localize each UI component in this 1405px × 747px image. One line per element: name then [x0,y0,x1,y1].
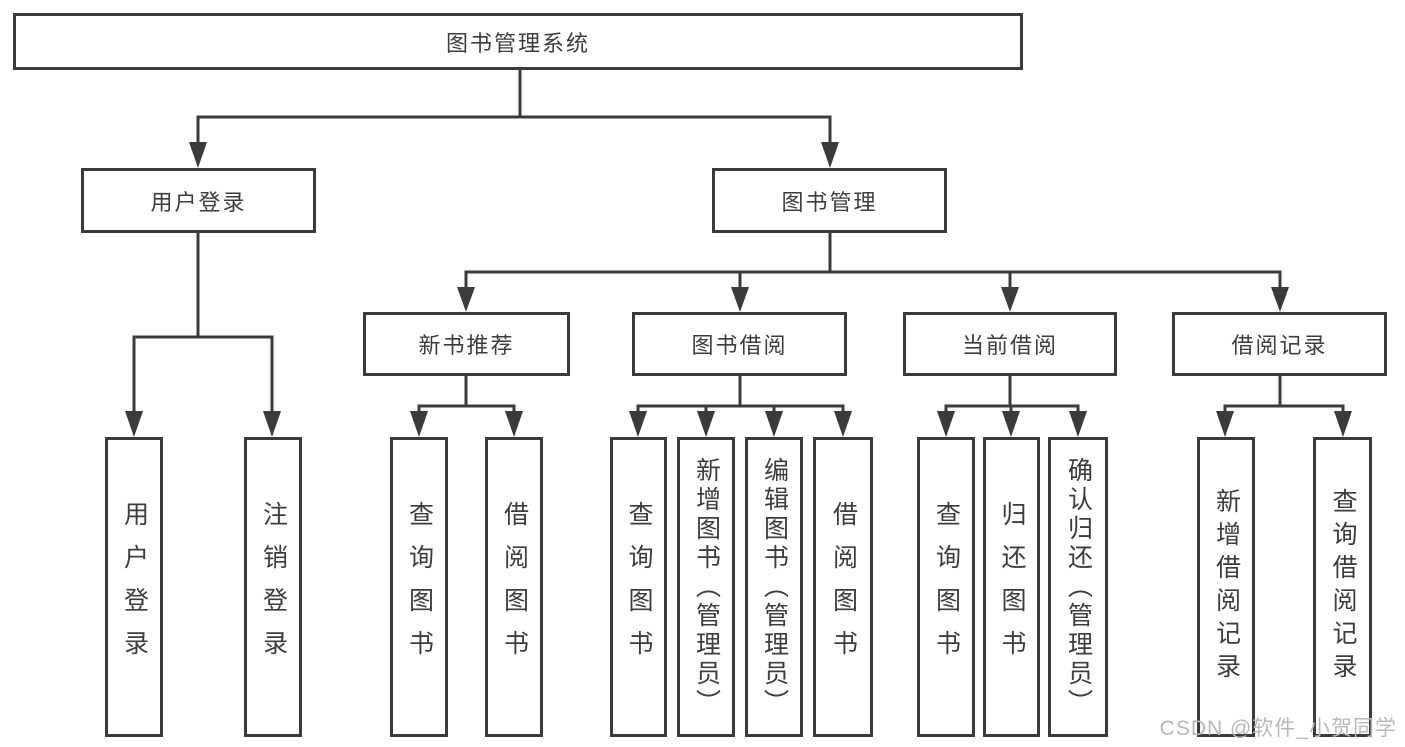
csdn-watermark: CSDN @软件_小贺同学 [1159,717,1397,740]
leaf-user-login: 用户登录 [105,437,163,737]
leaf-current-query-books: 查询图书 [917,437,975,737]
node-label: 图书管理 [781,189,878,215]
leaf-borrow-books: 借阅图书 [813,437,873,737]
node-library-management-system: 图书管理系统 [13,13,1023,70]
node-user-login: 用户登录 [81,168,316,233]
node-book-borrow: 图书借阅 [632,312,847,376]
leaf-label: 新增借阅记录 [1212,488,1241,686]
leaf-recommend-borrow-books: 借阅图书 [485,437,543,737]
leaf-add-books-admin: 新增图书（管理员） [677,437,735,737]
node-borrow-records: 借阅记录 [1172,312,1387,376]
leaf-label: 查询图书 [932,501,961,673]
node-label: 借阅记录 [1231,333,1328,358]
leaf-label: 注销登录 [259,501,288,673]
node-current-borrow: 当前借阅 [903,312,1117,376]
node-label: 新书推荐 [418,333,515,358]
leaf-query-borrow-record: 查询借阅记录 [1313,437,1372,737]
node-new-book-recommend: 新书推荐 [363,312,570,376]
leaf-add-borrow-record: 新增借阅记录 [1197,437,1255,737]
leaf-label: 借阅图书 [500,501,529,673]
leaf-label: 编辑图书（管理员） [760,456,789,718]
node-book-management: 图书管理 [712,168,947,233]
leaf-borrow-query-books: 查询图书 [610,437,667,737]
leaf-label: 借阅图书 [829,501,858,673]
leaf-label: 查询图书 [625,501,653,673]
leaf-edit-books-admin: 编辑图书（管理员） [745,437,803,737]
node-label: 当前借阅 [961,333,1058,358]
leaf-label: 确认归还（管理员） [1064,456,1093,718]
leaf-confirm-return-admin: 确认归还（管理员） [1048,437,1108,737]
leaf-label: 归还图书 [998,501,1026,673]
leaf-logout-login: 注销登录 [244,437,302,737]
leaf-label: 查询图书 [405,501,434,673]
node-label: 图书管理系统 [445,30,590,56]
leaf-label: 新增图书（管理员） [692,456,721,718]
leaf-return-books: 归还图书 [983,437,1040,737]
node-label: 图书借阅 [691,333,788,358]
leaf-label: 查询借阅记录 [1329,488,1357,686]
node-label: 用户登录 [150,189,247,215]
leaf-recommend-query-books: 查询图书 [390,437,448,737]
leaf-label: 用户登录 [120,501,149,673]
